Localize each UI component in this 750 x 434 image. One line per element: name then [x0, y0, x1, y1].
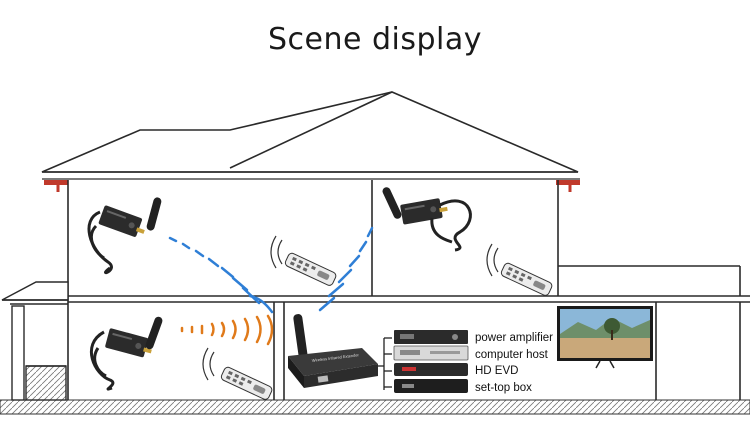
- ir-beam-upper-left: [168, 236, 274, 314]
- tv-icon: [557, 306, 653, 369]
- hub-device-text: Wireless Infrared Extender: [312, 352, 360, 363]
- remote-control-icon: [283, 251, 338, 288]
- label-power-amplifier: power amplifier: [475, 332, 553, 344]
- power-amplifier-device: [394, 330, 468, 344]
- hd-evd-device: [394, 363, 468, 376]
- set-top-box-device: [394, 379, 468, 393]
- ir-receiver-icon: [400, 197, 449, 225]
- label-hd-evd: HD EVD: [475, 365, 518, 377]
- page-title: Scene display: [267, 22, 483, 57]
- ir-hub-icon: Wireless Infrared Extender: [288, 314, 378, 388]
- remote-control-icon: [499, 261, 554, 298]
- antenna-icon: [145, 316, 163, 350]
- annex: [558, 265, 741, 400]
- label-set-top-box: set-top box: [475, 382, 532, 394]
- ir-beam-upper-right: [318, 226, 374, 312]
- porch: [1, 281, 69, 401]
- antenna-icon: [382, 187, 402, 219]
- ir-receiver-icon: [98, 205, 149, 240]
- house-roof: [41, 91, 580, 192]
- device-stack: [393, 330, 469, 393]
- ir-beam-lower-left: [180, 314, 274, 346]
- label-computer-host: computer host: [475, 349, 549, 361]
- device-labels: power amplifier computer host HD EVD set…: [475, 332, 553, 394]
- computer-host-device: [393, 345, 469, 361]
- antenna-icon: [146, 197, 162, 231]
- hub-connections: [378, 337, 392, 390]
- remote-control-icon: [219, 365, 274, 402]
